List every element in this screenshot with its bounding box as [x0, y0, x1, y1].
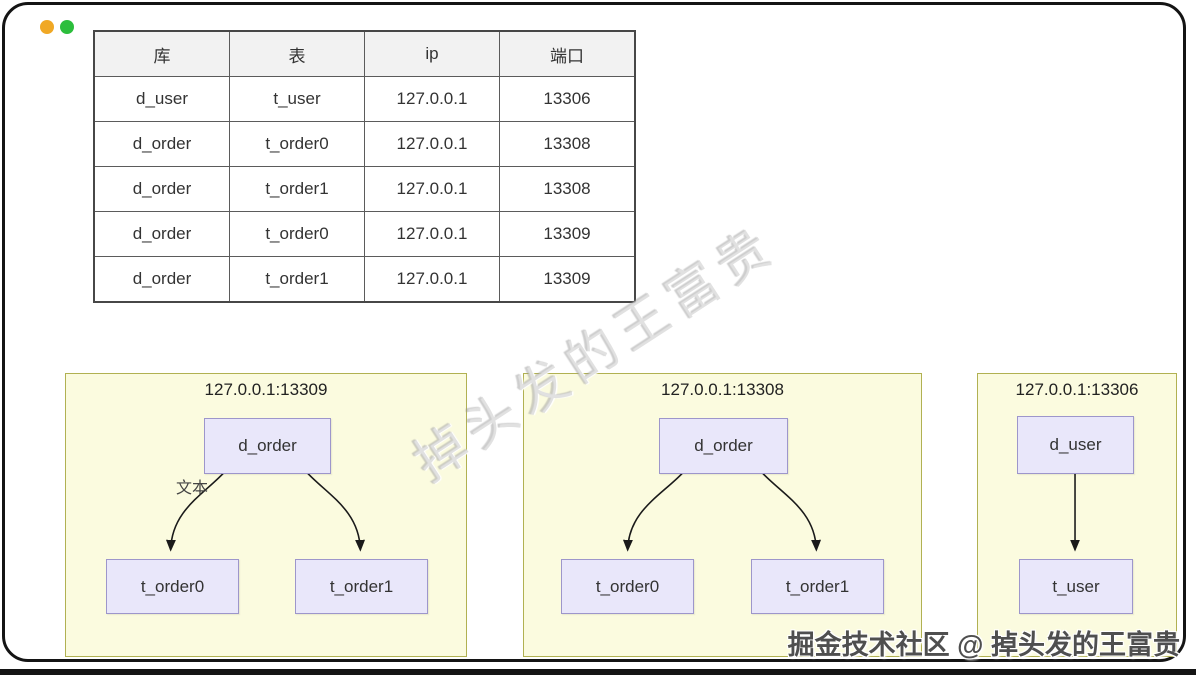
col-header-table: 表: [229, 30, 365, 77]
panel-title: 127.0.0.1:13309: [204, 380, 328, 399]
db-node[interactable]: d_user: [1017, 416, 1134, 474]
table-node[interactable]: t_order1: [751, 559, 884, 614]
table-row: d_user t_user 127.0.0.1 13306: [93, 76, 636, 122]
window-dot-orange[interactable]: [40, 20, 54, 34]
db-node-label: d_order: [238, 436, 297, 455]
cell-db: d_order: [93, 211, 230, 257]
cell-table: t_order0: [229, 211, 365, 257]
cell-ip: 127.0.0.1: [364, 166, 500, 212]
db-node-label: d_order: [694, 436, 753, 455]
col-header-port: 端口: [499, 30, 636, 77]
cell-db: d_user: [93, 76, 230, 122]
cell-port: 13306: [499, 76, 636, 122]
cell-port: 13309: [499, 256, 636, 303]
table-node[interactable]: t_order0: [106, 559, 239, 614]
cell-table: t_order1: [229, 256, 365, 303]
cell-ip: 127.0.0.1: [364, 256, 500, 303]
cell-table: t_order0: [229, 121, 365, 167]
cell-port: 13308: [499, 166, 636, 212]
table-node[interactable]: t_order1: [295, 559, 428, 614]
cell-port: 13309: [499, 211, 636, 257]
cell-db: d_order: [93, 121, 230, 167]
panel-title: 127.0.0.1:13308: [661, 380, 784, 399]
shard-mapping-table[interactable]: 库 表 ip 端口 d_user t_user 127.0.0.1 13306 …: [93, 30, 636, 303]
table-row: d_order t_order1 127.0.0.1 13308: [93, 166, 636, 212]
cell-table: t_user: [229, 76, 365, 122]
table-node-label: t_order1: [329, 576, 394, 596]
bottom-edge-bar: [0, 669, 1196, 675]
table-node-label: t_order0: [140, 576, 205, 596]
table-header-row: 库 表 ip 端口: [93, 30, 636, 77]
table-row: d_order t_order0 127.0.0.1 13308: [93, 121, 636, 167]
panel-title: 127.0.0.1:13306: [1015, 380, 1139, 399]
cell-ip: 127.0.0.1: [364, 121, 500, 167]
col-header-ip: ip: [364, 30, 500, 77]
cell-ip: 127.0.0.1: [364, 211, 500, 257]
window-dot-green[interactable]: [60, 20, 74, 34]
table-node[interactable]: t_user: [1019, 559, 1133, 614]
col-header-db: 库: [93, 30, 230, 77]
edge-label[interactable]: 文本: [176, 480, 209, 497]
table-node[interactable]: t_order0: [561, 559, 694, 614]
server-panel-13308[interactable]: 127.0.0.1:13308 d_order t_order0 t_order…: [523, 373, 922, 657]
cell-db: d_order: [93, 166, 230, 212]
edge-db-to-t0: [622, 472, 683, 552]
table-node-label: t_user: [1052, 576, 1100, 596]
cell-db: d_order: [93, 256, 230, 303]
db-node[interactable]: d_order: [204, 418, 331, 474]
server-panel-13306[interactable]: 127.0.0.1:13306 d_user t_user: [977, 373, 1177, 657]
edge-db-to-t1: [307, 472, 366, 552]
edge-db-to-t1: [762, 472, 822, 552]
cell-port: 13308: [499, 121, 636, 167]
cell-table: t_order1: [229, 166, 365, 212]
table-row: d_order t_order0 127.0.0.1 13309: [93, 211, 636, 257]
server-panel-13309[interactable]: 127.0.0.1:13309 文本 d_order t_order0 t_or…: [65, 373, 467, 657]
db-node[interactable]: d_order: [659, 418, 788, 474]
db-node-label: d_user: [1049, 435, 1102, 454]
table-row: d_order t_order1 127.0.0.1 13309: [93, 256, 636, 303]
table-node-label: t_order0: [595, 576, 660, 596]
table-node-label: t_order1: [785, 576, 850, 596]
cell-ip: 127.0.0.1: [364, 76, 500, 122]
window-frame: [2, 2, 1186, 662]
